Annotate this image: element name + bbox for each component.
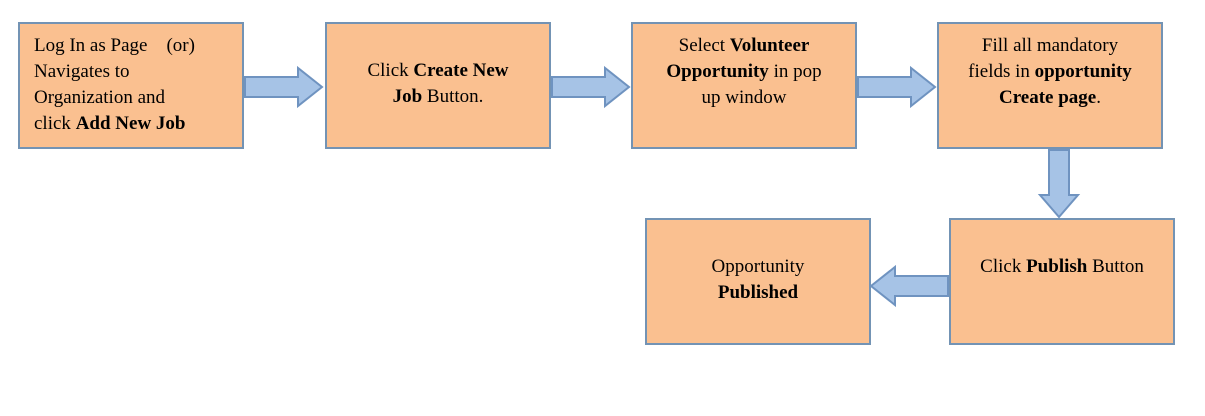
- bold-text: Job: [392, 86, 423, 107]
- bold-text: Published: [717, 282, 799, 303]
- text-run: Button: [1087, 256, 1144, 277]
- right-arrow-icon: [857, 65, 937, 109]
- right-arrow-icon: [244, 65, 324, 109]
- bold-text: Volunteer: [729, 35, 810, 56]
- text-run: up window: [701, 87, 787, 108]
- bold-text: Add New Job: [75, 113, 186, 134]
- text-run: Opportunity: [711, 256, 805, 277]
- text-run: fields in: [968, 61, 1035, 82]
- step-text-login: Log In as Page (or) Navigates to Organizat…: [34, 33, 234, 137]
- text-run: Log In as Page (or): [34, 35, 195, 56]
- text-run: Button.: [422, 86, 484, 107]
- step-box-login: Log In as Page (or) Navigates to Organizat…: [18, 22, 244, 149]
- left-arrow-icon: [869, 264, 949, 308]
- right-arrow-icon: [551, 65, 631, 109]
- text-run: Click: [980, 256, 1027, 277]
- text-run: in pop: [768, 61, 822, 82]
- bold-text: opportunity: [1034, 61, 1132, 82]
- text-run: Navigates to: [34, 61, 130, 82]
- bold-text: Create page: [998, 87, 1097, 108]
- step-box-click-publish: Click Publish Button: [949, 218, 1175, 345]
- text-run: .: [1096, 87, 1101, 108]
- step-text-click-publish: Click Publish Button: [959, 254, 1165, 280]
- text-run: Organization and: [34, 87, 166, 108]
- text-run: Click: [367, 60, 414, 81]
- text-run: Fill all mandatory: [981, 35, 1119, 56]
- bold-text: Publish: [1026, 256, 1088, 277]
- bold-text: Opportunity: [666, 61, 769, 82]
- bold-text: Create New: [413, 60, 509, 81]
- down-arrow-icon: [1037, 149, 1081, 219]
- text-run: click: [34, 113, 76, 134]
- text-run: Select: [678, 35, 730, 56]
